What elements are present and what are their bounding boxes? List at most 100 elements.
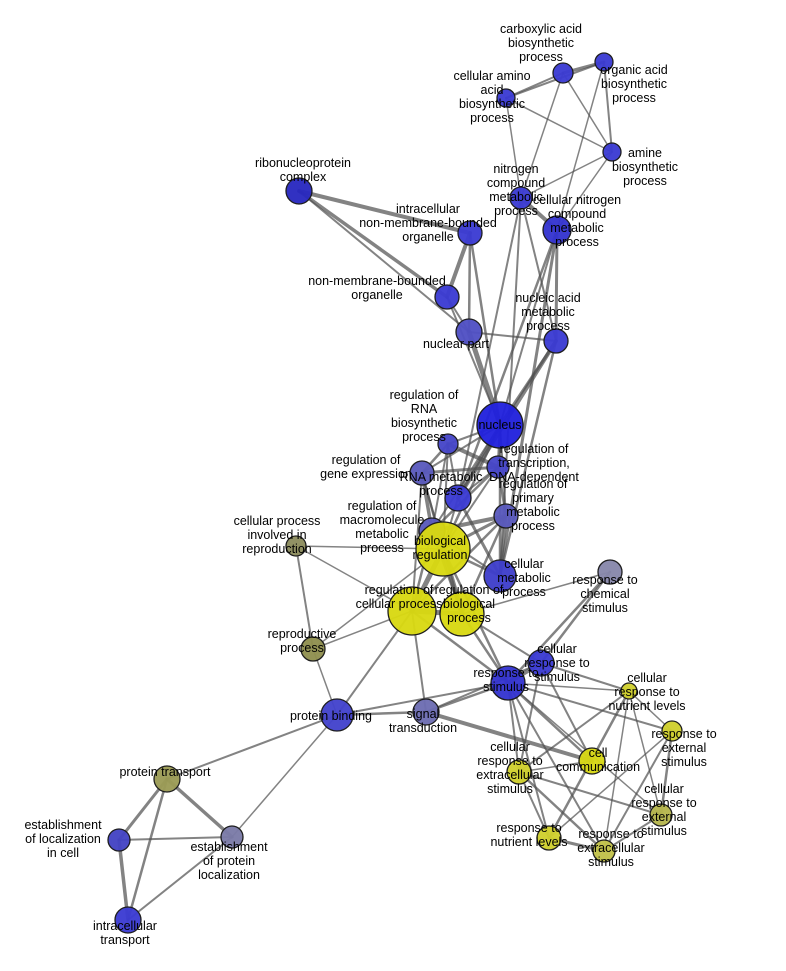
node-cellmet[interactable]: cellular metabolic process [483,559,517,593]
node-respchem[interactable]: response to chemical stimulus [597,559,623,585]
edge-cellrespstim--respchem [539,570,612,665]
edge-intranmb--nucleus [468,231,502,427]
node-amine[interactable]: amine biosynthetic process [602,142,622,162]
node-nucleus[interactable]: nucleus [476,401,524,449]
edge-estloc--estprotloc [118,836,233,841]
node-respextra[interactable]: response to extracellular stimulus [592,839,616,863]
node-regprimary[interactable]: regulation of primary metabolic process [493,503,519,529]
edge-organic--cellnitrogen [556,61,605,231]
edge-cellrespstim--sigtrans [425,662,542,713]
edge-regtrans--reggene [420,465,500,475]
edge-cpir--reproc [295,545,314,650]
edge-amino--amine [505,97,613,153]
node-cellrespnutr[interactable]: cellular response to nutrient levels [620,682,638,700]
node-regtrans[interactable]: regulation of transcription, DNA-depende… [486,455,510,479]
edge-regbio--respchem [461,571,611,615]
node-respnutr[interactable]: response to nutrient levels [536,825,562,851]
node-reproc[interactable]: reproductive process [300,636,326,662]
node-amino[interactable]: cellular amino acid biosynthetic process [496,88,516,108]
node-intranmb[interactable]: intracellular non-membrane-bounded organ… [457,220,483,246]
node-cellrespexternal[interactable]: cellular response to external stimulus [649,803,673,827]
edge-respext--respextra [603,730,673,852]
node-carboxylic[interactable]: carboxylic acid biosynthetic process [552,62,574,84]
node-regrna[interactable]: regulation of RNA biosynthetic process [437,433,459,455]
edge-nitrogen--rnamet [457,197,522,499]
node-protbind[interactable]: protein binding [320,698,354,732]
node-nmborg[interactable]: non-membrane-bounded organelle [434,284,460,310]
node-respext[interactable]: response to external stimulus [661,720,683,742]
edge-ribo--nucpart [298,190,470,333]
node-regcell[interactable]: regulation of cellular process [387,586,437,636]
node-sigtrans[interactable]: signal transduction [412,698,440,726]
edge-nitrogen--nucacid [520,197,557,342]
nodes-layer: carboxylic acid biosynthetic process orga… [107,52,683,934]
node-nucacid[interactable]: nucleic acid metabolic process [543,328,569,354]
node-prottrans[interactable]: protein transport [153,765,181,793]
edge-cellnitrogen--nucacid [554,228,559,343]
node-regbio[interactable]: regulation of biological process [439,591,485,637]
edge-ribo--nmborg [297,189,449,299]
edge-respstim--respnutr [507,682,550,839]
node-organic[interactable]: organic acid biosynthetic process [594,52,614,72]
node-cellnitrogen[interactable]: cellular nitrogen compound metabolic pro… [542,215,572,245]
edge-sigtrans--cellcomm [424,710,594,763]
node-estprotloc[interactable]: establishment of protein localization [220,825,244,849]
edge-cellrespstim--cellrespextra [518,662,542,773]
edge-carboxylic--nitrogen [520,72,564,199]
node-cpir[interactable]: cellular process involved in reproductio… [285,535,307,557]
edge-prottrans--intratrans [126,777,169,922]
edge-estprotloc--intratrans [127,836,233,921]
node-nitrogen[interactable]: nitrogen compound metabolic process [509,186,533,210]
node-respstim[interactable]: response to stimulus [490,665,526,701]
node-cellcomm[interactable]: cell communication [578,747,606,775]
node-label-protbind: protein binding [290,709,372,723]
edge-prottrans--estprotloc [165,777,234,839]
node-nucpart[interactable]: nuclear part [455,318,483,346]
node-rnamet[interactable]: RNA metabolic process [444,484,472,512]
edge-intranmb--nucpart [467,231,472,334]
node-reggene[interactable]: regulation of gene expression [409,460,435,486]
node-intratrans[interactable]: intracellular transport [114,906,142,934]
node-label-prottrans: protein transport [119,765,211,779]
node-ribo[interactable]: ribonucleoprotein complex [285,177,313,205]
edge-cellnitrogen--rnamet [456,228,559,500]
node-bioreg[interactable]: biological regulation [415,521,471,577]
node-cellrespextra[interactable]: cellular response to extracellular stimu… [506,759,532,785]
edge-estprotloc--protbind [231,714,338,838]
node-estloc[interactable]: establishment of localization in cell [107,828,131,852]
edge-amine--cellnitrogen [556,151,613,231]
edge-respstim--respchem [506,570,612,685]
node-cellrespstim[interactable]: cellular response to stimulus [527,649,555,677]
node-label-nucleus: nucleus [478,418,521,432]
node-label-nucpart: nuclear part [423,337,490,351]
edge-cellrespstim--cellrespnutr [540,662,630,692]
